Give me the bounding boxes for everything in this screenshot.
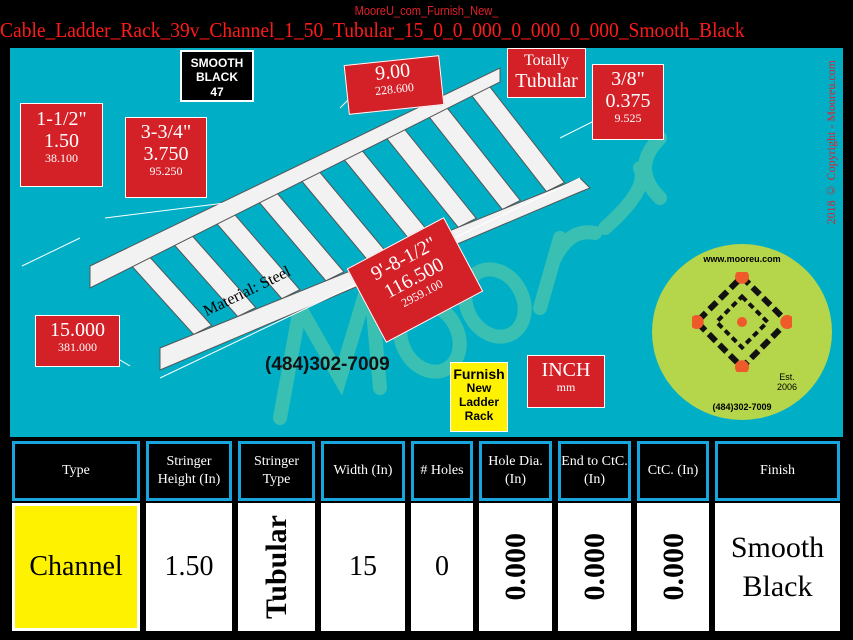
table-cell: 0.000 <box>637 503 709 631</box>
table-cell: Channel <box>12 503 140 631</box>
fraction-value: 3-3/4" <box>140 121 192 143</box>
width-label: 15.000 381.000 <box>35 315 120 367</box>
table-cell: Smooth Black <box>715 503 840 631</box>
unit-primary: INCH <box>541 359 591 381</box>
ladder-rail <box>89 67 501 289</box>
cell-value: Smooth Black <box>730 531 825 603</box>
dimension-line <box>104 202 226 219</box>
mm-value: 9.525 <box>614 111 642 125</box>
table-column: Stringer Height (In) 1.50 <box>146 441 232 631</box>
stringer-height-label: 1-1/2" 1.50 38.100 <box>20 103 103 187</box>
rung-diameter-label: 3/8" 0.375 9.525 <box>592 64 664 140</box>
label-line: Tubular <box>515 69 578 92</box>
logo-pattern-icon <box>692 272 792 372</box>
phone-number: (484)302-7009 <box>265 354 390 375</box>
cell-value: Tubular <box>260 515 293 619</box>
est-year: 2006 <box>777 382 798 392</box>
fraction-value: 1-1/2" <box>36 108 87 130</box>
est-label: Est. <box>779 372 795 382</box>
rung-spacing-label: 9.00 228.600 <box>343 55 445 115</box>
finish-badge: SMOOTH BLACK 47 <box>180 50 254 102</box>
table-header: Type <box>12 441 140 501</box>
table-header: End to CtC.(In) <box>558 441 631 501</box>
badge-line: New <box>466 381 492 396</box>
cell-value: 0 <box>435 550 449 582</box>
table-cell: 0.000 <box>558 503 631 631</box>
table-header: Finish <box>715 441 840 501</box>
logo-established: Est.2006 <box>777 372 797 392</box>
cell-value: 15 <box>349 550 377 582</box>
mm-value: 95.250 <box>149 164 183 178</box>
badge-line: Ladder <box>458 394 499 409</box>
mm-value: 38.100 <box>45 151 78 165</box>
logo-url: www.mooreu.com <box>703 254 781 264</box>
furnish-new-badge: Furnish New Ladder Rack <box>450 362 508 432</box>
inch-value: 1.50 <box>44 130 79 152</box>
table-cell: 0.000 <box>479 503 552 631</box>
unit-secondary: mm <box>556 380 576 394</box>
table-header: Stringer Type <box>238 441 315 501</box>
dimension-line <box>21 237 81 267</box>
badge-line: BLACK <box>196 70 238 85</box>
badge-line: Furnish <box>453 366 505 382</box>
table-header: Stringer Height (In) <box>146 441 232 501</box>
table-cell: 15 <box>321 503 405 631</box>
table-column: # Holes 0 <box>411 441 473 631</box>
inch-value: 3.750 <box>143 143 189 165</box>
cell-value: 1.50 <box>164 550 214 582</box>
rung-width-label: 3-3/4" 3.750 95.250 <box>125 117 207 198</box>
cell-value: Channel <box>29 550 123 582</box>
badge-line: SMOOTH <box>190 56 244 70</box>
table-header: Width (In) <box>321 441 405 501</box>
table-column: End to CtC.(In) 0.000 <box>558 441 631 631</box>
mooreu-logo: www.mooreu.com Est.2006 (484)302-7009 <box>652 244 832 420</box>
table-column: CtC. (In) 0.000 <box>637 441 709 631</box>
table-header: Hole Dia. (In) <box>479 441 552 501</box>
subtitle: MooreU_com_Furnish_New_ <box>354 3 499 18</box>
cell-value: 0.000 <box>578 533 611 601</box>
table-column: Width (In) 15 <box>321 441 405 631</box>
logo-phone: (484)302-7009 <box>712 402 772 412</box>
inch-value: 15.000 <box>50 319 105 341</box>
table-cell: 1.50 <box>146 503 232 631</box>
inch-value: 0.375 <box>605 90 651 112</box>
page-title: Cable_Ladder_Rack_39v_Channel_1_50_Tubul… <box>0 18 745 42</box>
table-column: Hole Dia. (In) 0.000 <box>479 441 552 631</box>
mm-value: 381.000 <box>58 340 97 354</box>
units-label: INCH mm <box>527 355 605 408</box>
cell-value: 0.000 <box>656 533 690 601</box>
label-line: Totally <box>523 52 570 69</box>
cell-value: 0.000 <box>499 533 532 601</box>
copyright: 2018 © Copyright - Mooreu.com <box>824 60 838 225</box>
badge-line: 47 <box>210 84 224 99</box>
badge-line: Rack <box>464 408 494 423</box>
ladder-diagram: SMOOTH BLACK 47 9.00 228.600 Totally Tub… <box>10 48 843 437</box>
totally-tubular-label: Totally Tubular <box>507 48 586 98</box>
table-cell: Tubular <box>238 503 315 631</box>
fraction-value: 3/8" <box>611 68 645 90</box>
table-cell: 0 <box>411 503 473 631</box>
table-header: CtC. (In) <box>637 441 709 501</box>
table-header: # Holes <box>411 441 473 501</box>
